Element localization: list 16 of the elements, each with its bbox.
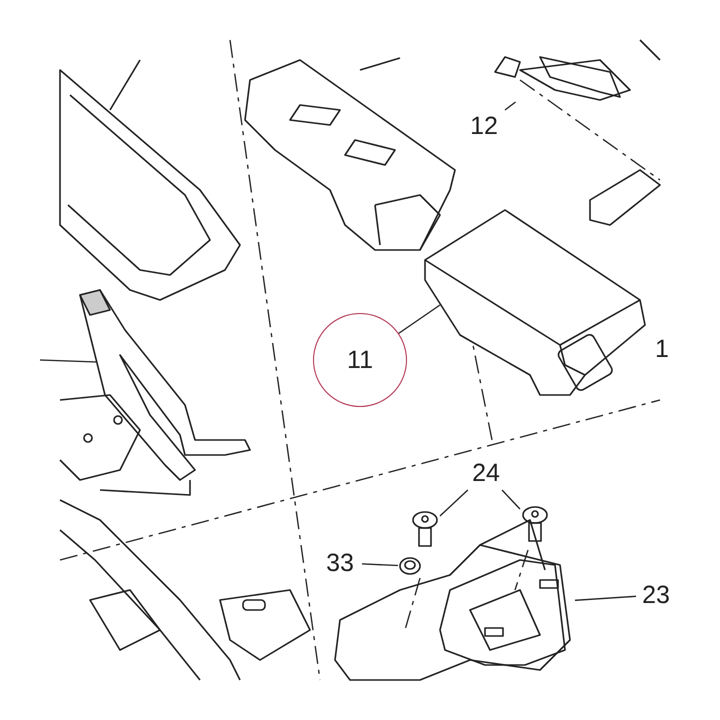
leader-line <box>40 359 98 363</box>
callout-number: 24 <box>463 456 509 490</box>
leader-line <box>440 490 468 516</box>
screw-drawing <box>520 505 550 545</box>
washer-drawing <box>398 556 422 576</box>
leader-line <box>504 101 516 111</box>
leader-line <box>574 596 636 601</box>
leader-line <box>362 563 398 566</box>
callout-number: 23 <box>636 578 676 612</box>
callout-number: 1 <box>655 337 669 362</box>
leader-line <box>398 304 440 334</box>
callout-circle: 11 <box>313 313 407 407</box>
screw-drawing <box>410 510 440 550</box>
callout-number: 12 <box>462 110 506 142</box>
callout-number: 33 <box>318 546 362 580</box>
leader-line <box>502 490 520 510</box>
